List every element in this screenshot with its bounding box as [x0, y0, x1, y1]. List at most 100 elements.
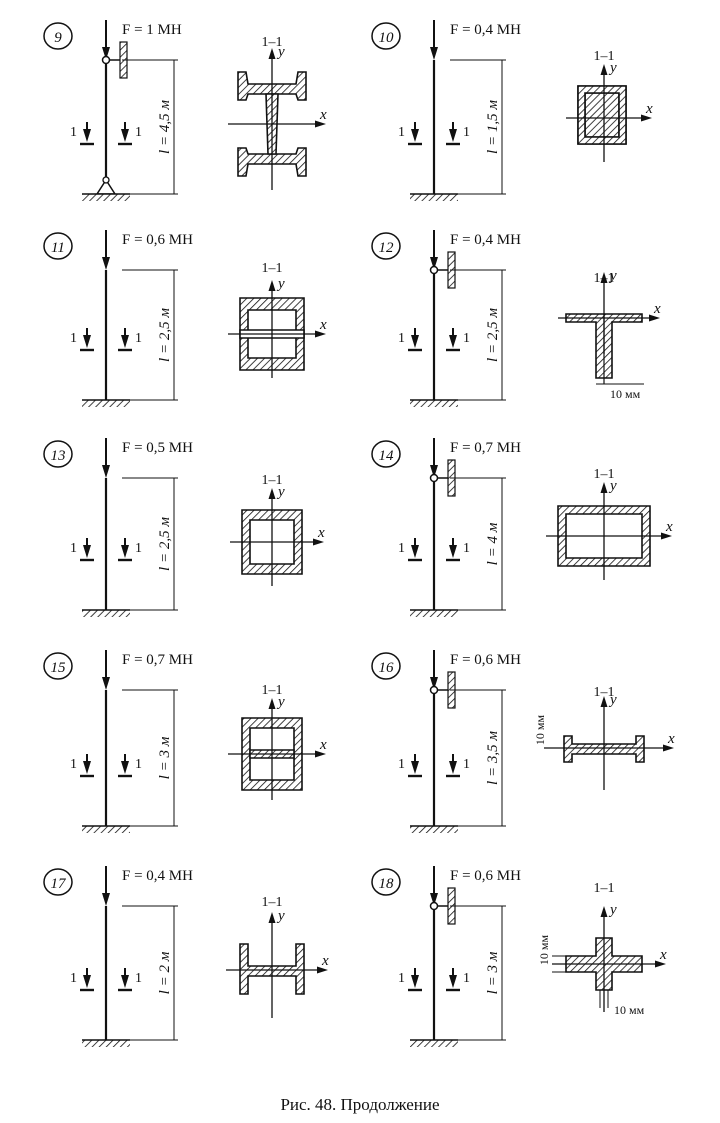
force-label: F = 1 МН — [122, 22, 182, 38]
section-mark-label-right: 1 — [463, 541, 470, 556]
top-hinge — [429, 473, 439, 483]
problem-number-circle — [371, 440, 401, 468]
section-arrow-left-head — [83, 545, 91, 558]
length-label: l = 1,5 м — [485, 100, 501, 154]
section-arrow-right-head — [449, 545, 457, 558]
section-title: 1–1 — [594, 49, 615, 64]
section-mark-label-right: 1 — [135, 125, 142, 140]
y-axis-head — [600, 64, 608, 75]
channel-box-fill — [577, 85, 627, 145]
section-mark-label-left: 1 — [70, 757, 77, 772]
x-axis-head — [315, 750, 326, 758]
force-label: F = 0,6 МН — [122, 232, 193, 248]
x-axis-head — [655, 960, 666, 968]
y-axis-head — [600, 906, 608, 917]
section-arrow-left-head — [83, 335, 91, 348]
ground-hatch — [82, 194, 130, 201]
plate-thickness-label: 10 мм — [533, 715, 547, 746]
ground-hatch — [82, 400, 130, 407]
problem-number-circle — [43, 440, 73, 468]
y-axis-head — [268, 912, 276, 923]
x-axis-head — [313, 538, 324, 546]
x-axis-head — [315, 120, 326, 128]
ground-hatch — [410, 400, 458, 407]
problem-number-circle — [43, 232, 73, 260]
closed-box-section — [241, 509, 303, 575]
section-mark-label-left: 1 — [398, 541, 405, 556]
section-mark-label-right: 1 — [135, 971, 142, 986]
x-axis-head — [649, 314, 660, 322]
section-mark-label-left: 1 — [70, 971, 77, 986]
section-title: 1–1 — [262, 895, 283, 910]
y-axis-label: y — [608, 478, 617, 494]
ground-hatch — [82, 1040, 130, 1047]
section-arrow-right-head — [121, 975, 129, 988]
section-mark-label-right: 1 — [463, 125, 470, 140]
y-axis-label: y — [608, 692, 617, 708]
section-mark-label-right: 1 — [135, 331, 142, 346]
length-label: l = 3,5 м — [485, 731, 501, 785]
y-axis-label: y — [608, 268, 617, 284]
thickness-label: 10 мм — [610, 387, 641, 401]
section-arrow-left-head — [83, 761, 91, 774]
y-axis-head — [600, 696, 608, 707]
y-axis-head — [268, 48, 276, 59]
ground-hatch — [82, 826, 130, 833]
top-hinge — [101, 55, 111, 65]
ground-hatch — [410, 194, 458, 201]
force-label: F = 0,7 МН — [122, 652, 193, 668]
x-axis-label: x — [317, 525, 325, 541]
force-arrow-head — [430, 893, 438, 906]
length-label: l = 2,5 м — [485, 308, 501, 362]
ground-hatch — [410, 610, 458, 617]
problem-number: 17 — [51, 876, 68, 892]
ground-hatch — [410, 1040, 458, 1047]
x-axis-head — [641, 114, 652, 122]
section-title: 1–1 — [594, 685, 615, 700]
x-axis-label: x — [319, 317, 327, 333]
ground-hatch — [82, 610, 130, 617]
force-label: F = 0,6 МН — [450, 868, 521, 884]
y-axis-head — [268, 280, 276, 291]
x-axis-label: x — [319, 107, 327, 123]
x-axis-label: x — [319, 737, 327, 753]
section-arrow-left-head — [411, 335, 419, 348]
y-axis-head — [600, 482, 608, 493]
section-arrow-right-head — [449, 335, 457, 348]
force-label: F = 0,7 МН — [450, 440, 521, 456]
section-mark-label-right: 1 — [463, 757, 470, 772]
length-label: l = 2,5 м — [157, 308, 173, 362]
section-title: 1–1 — [262, 473, 283, 488]
problem-number-circle — [371, 232, 401, 260]
problem-number: 10 — [379, 30, 395, 46]
y-axis-head — [268, 698, 276, 709]
force-arrow-head — [430, 47, 438, 60]
force-label: F = 0,4 МН — [122, 868, 193, 884]
horizontal-thickness-label: 10 мм — [614, 1003, 645, 1017]
top-hinge — [429, 685, 439, 695]
section-arrow-left-head — [83, 129, 91, 142]
bottom-hinge-pin — [102, 176, 110, 184]
section-mark-label-left: 1 — [70, 331, 77, 346]
length-label: l = 3 м — [157, 736, 173, 779]
section-mark-label-left: 1 — [70, 125, 77, 140]
y-axis-label: y — [276, 484, 285, 500]
section-mark-label-right: 1 — [135, 757, 142, 772]
x-axis-label: x — [659, 947, 667, 963]
problem-number-circle — [43, 22, 73, 50]
force-arrow-head — [102, 677, 110, 690]
problem-number: 16 — [379, 660, 395, 676]
problem-number: 11 — [51, 240, 65, 256]
problem-number: 14 — [379, 448, 395, 464]
section-title: 1–1 — [262, 35, 283, 50]
y-axis-label: y — [276, 694, 285, 710]
problem-number: 12 — [379, 240, 395, 256]
